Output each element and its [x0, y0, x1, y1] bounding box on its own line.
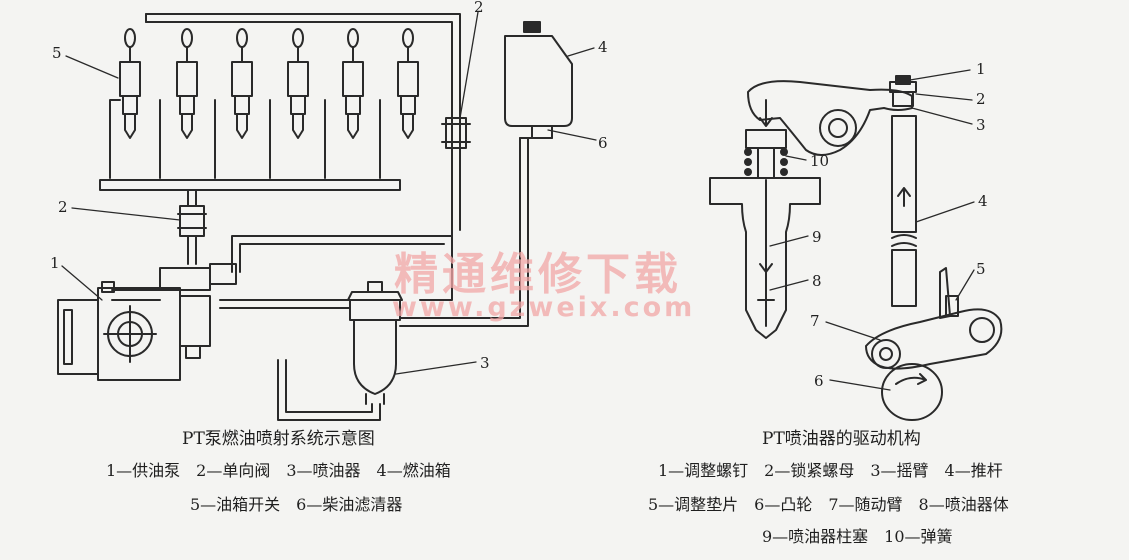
- right-legend-line-2: 5—调整垫片 6—凸轮 7—随动臂 8—喷油器体: [648, 495, 1009, 514]
- left-diagram-title: PT泵燃油喷射系统示意图: [182, 429, 375, 449]
- callout-fuel-pump: 1: [50, 254, 60, 272]
- right-legend-line-3: 9—喷油器柱塞 10—弹簧: [762, 527, 953, 546]
- left-legend-line-2: 5—油箱开关 6—柴油滤清器: [190, 495, 403, 514]
- right-callouts: 1 2 3 4 5 6 7 8 9 10: [810, 60, 988, 390]
- left-legend-line-1: 1—供油泵 2—单向阀 3—喷油器 4—燃油箱: [106, 461, 451, 480]
- callout-fuel-filter: 3: [480, 354, 490, 372]
- push-rod: [891, 115, 917, 233]
- callout-shim: 5: [976, 260, 986, 278]
- callout-rocker-arm: 3: [976, 116, 986, 134]
- watermark-title: 精通维修下载: [394, 249, 682, 300]
- callout-injector: 5: [52, 44, 62, 62]
- callout-fuel-tank: 4: [598, 38, 608, 56]
- callout-adjusting-screw: 1: [976, 60, 986, 78]
- left-callouts: 5 2 4 6 2 1 3: [50, 0, 608, 372]
- injector-body: [709, 177, 821, 339]
- callout-check-valve-lower: 2: [58, 198, 68, 216]
- watermark-url: www.gzweix.com: [392, 292, 696, 323]
- callout-plunger: 9: [812, 228, 822, 246]
- right-diagram-title: PT喷油器的驱动机构: [762, 429, 921, 449]
- cam: [881, 363, 943, 421]
- supply-rail: [99, 179, 401, 191]
- rocker-arm: [747, 80, 913, 156]
- injector-drive-diagram: [709, 75, 1003, 421]
- return-line-top: [145, 13, 461, 231]
- callout-cam: 6: [814, 372, 824, 390]
- callout-push-rod: 4: [978, 192, 988, 210]
- right-legend-line-1: 1—调整螺钉 2—锁紧螺母 3—摇臂 4—推杆: [658, 461, 1003, 480]
- callout-injector-body: 8: [812, 272, 822, 290]
- callout-tank-valve: 6: [598, 134, 608, 152]
- injector-row: [119, 28, 419, 139]
- fuel-tank: [504, 21, 573, 139]
- callout-follower-arm: 7: [810, 312, 820, 330]
- callout-check-valve-upper: 2: [474, 0, 484, 16]
- pt-fuel-pump: [57, 263, 237, 381]
- fuel-filter: [347, 281, 403, 405]
- fuel-system-diagram: [57, 13, 573, 421]
- callout-lock-nut: 2: [976, 90, 986, 108]
- callout-spring: 10: [810, 152, 829, 170]
